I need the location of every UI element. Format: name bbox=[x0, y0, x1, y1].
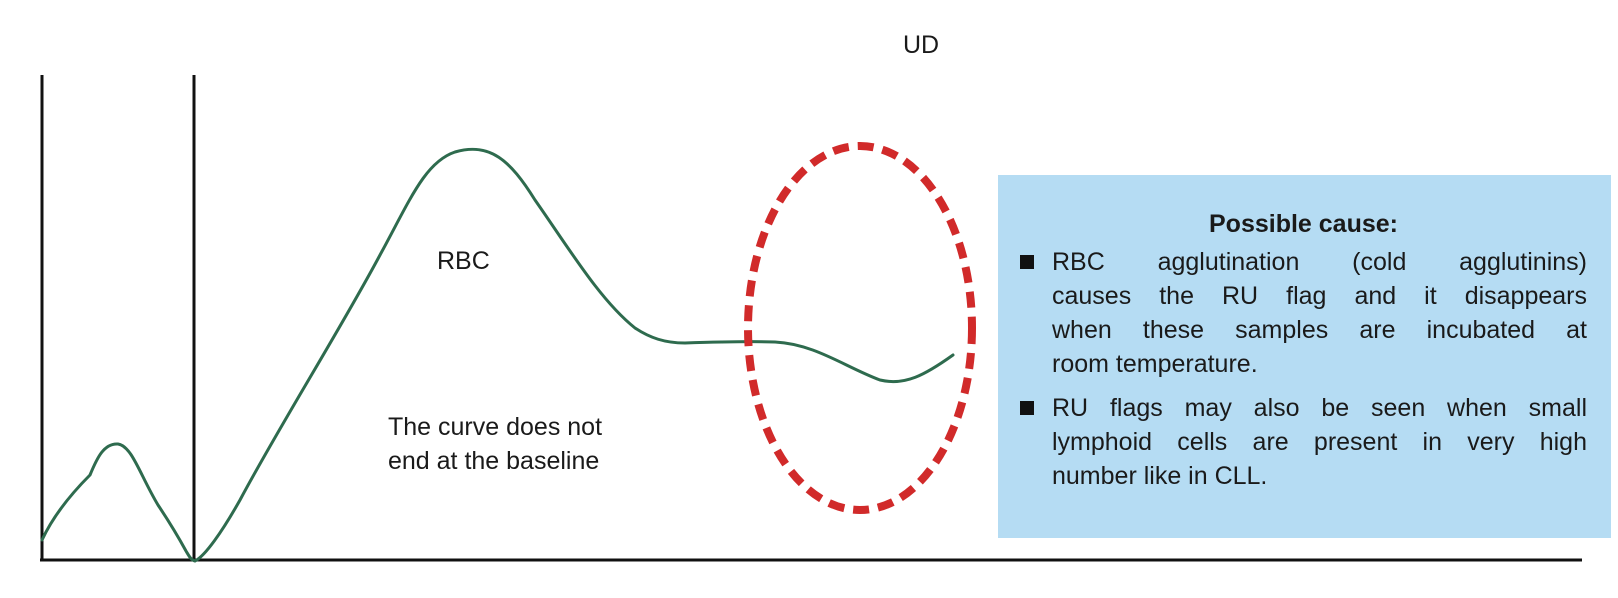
cause-item-text: RU flags may also be seen when small lym… bbox=[1052, 391, 1587, 493]
curve-annotation: The curve does not end at the baseline bbox=[388, 410, 688, 478]
square-bullet-icon bbox=[1020, 255, 1034, 269]
curve-annotation-line: The curve does not bbox=[388, 413, 603, 441]
square-bullet-icon bbox=[1020, 401, 1034, 415]
cause-line: RBC agglutination (cold agglutinins) bbox=[1052, 248, 1587, 276]
highlight-ellipse bbox=[744, 142, 976, 514]
rbc-curve-label: RBC bbox=[437, 247, 490, 275]
curve-annotation-line: end at the baseline bbox=[388, 447, 600, 475]
possible-cause-title: Possible cause: bbox=[1209, 210, 1398, 238]
cause-line: room temperature. bbox=[1052, 350, 1258, 378]
cause-item-text: RBC agglutination (cold agglutinins) cau… bbox=[1052, 245, 1587, 381]
histogram-title: UD bbox=[903, 31, 940, 59]
cause-line: lymphoid cells are present in very high bbox=[1052, 428, 1587, 456]
cause-line: number like in CLL. bbox=[1052, 462, 1268, 490]
cause-line: when these samples are incubated at bbox=[1052, 316, 1587, 344]
possible-cause-box: Possible cause: RBC agglutination (cold … bbox=[998, 175, 1611, 538]
cause-list-item: RU flags may also be seen when small lym… bbox=[1020, 391, 1587, 493]
cause-line: causes the RU flag and it disappears bbox=[1052, 282, 1587, 310]
cause-line: RU flags may also be seen when small bbox=[1052, 394, 1587, 422]
cause-list-item: RBC agglutination (cold agglutinins) cau… bbox=[1020, 245, 1587, 381]
